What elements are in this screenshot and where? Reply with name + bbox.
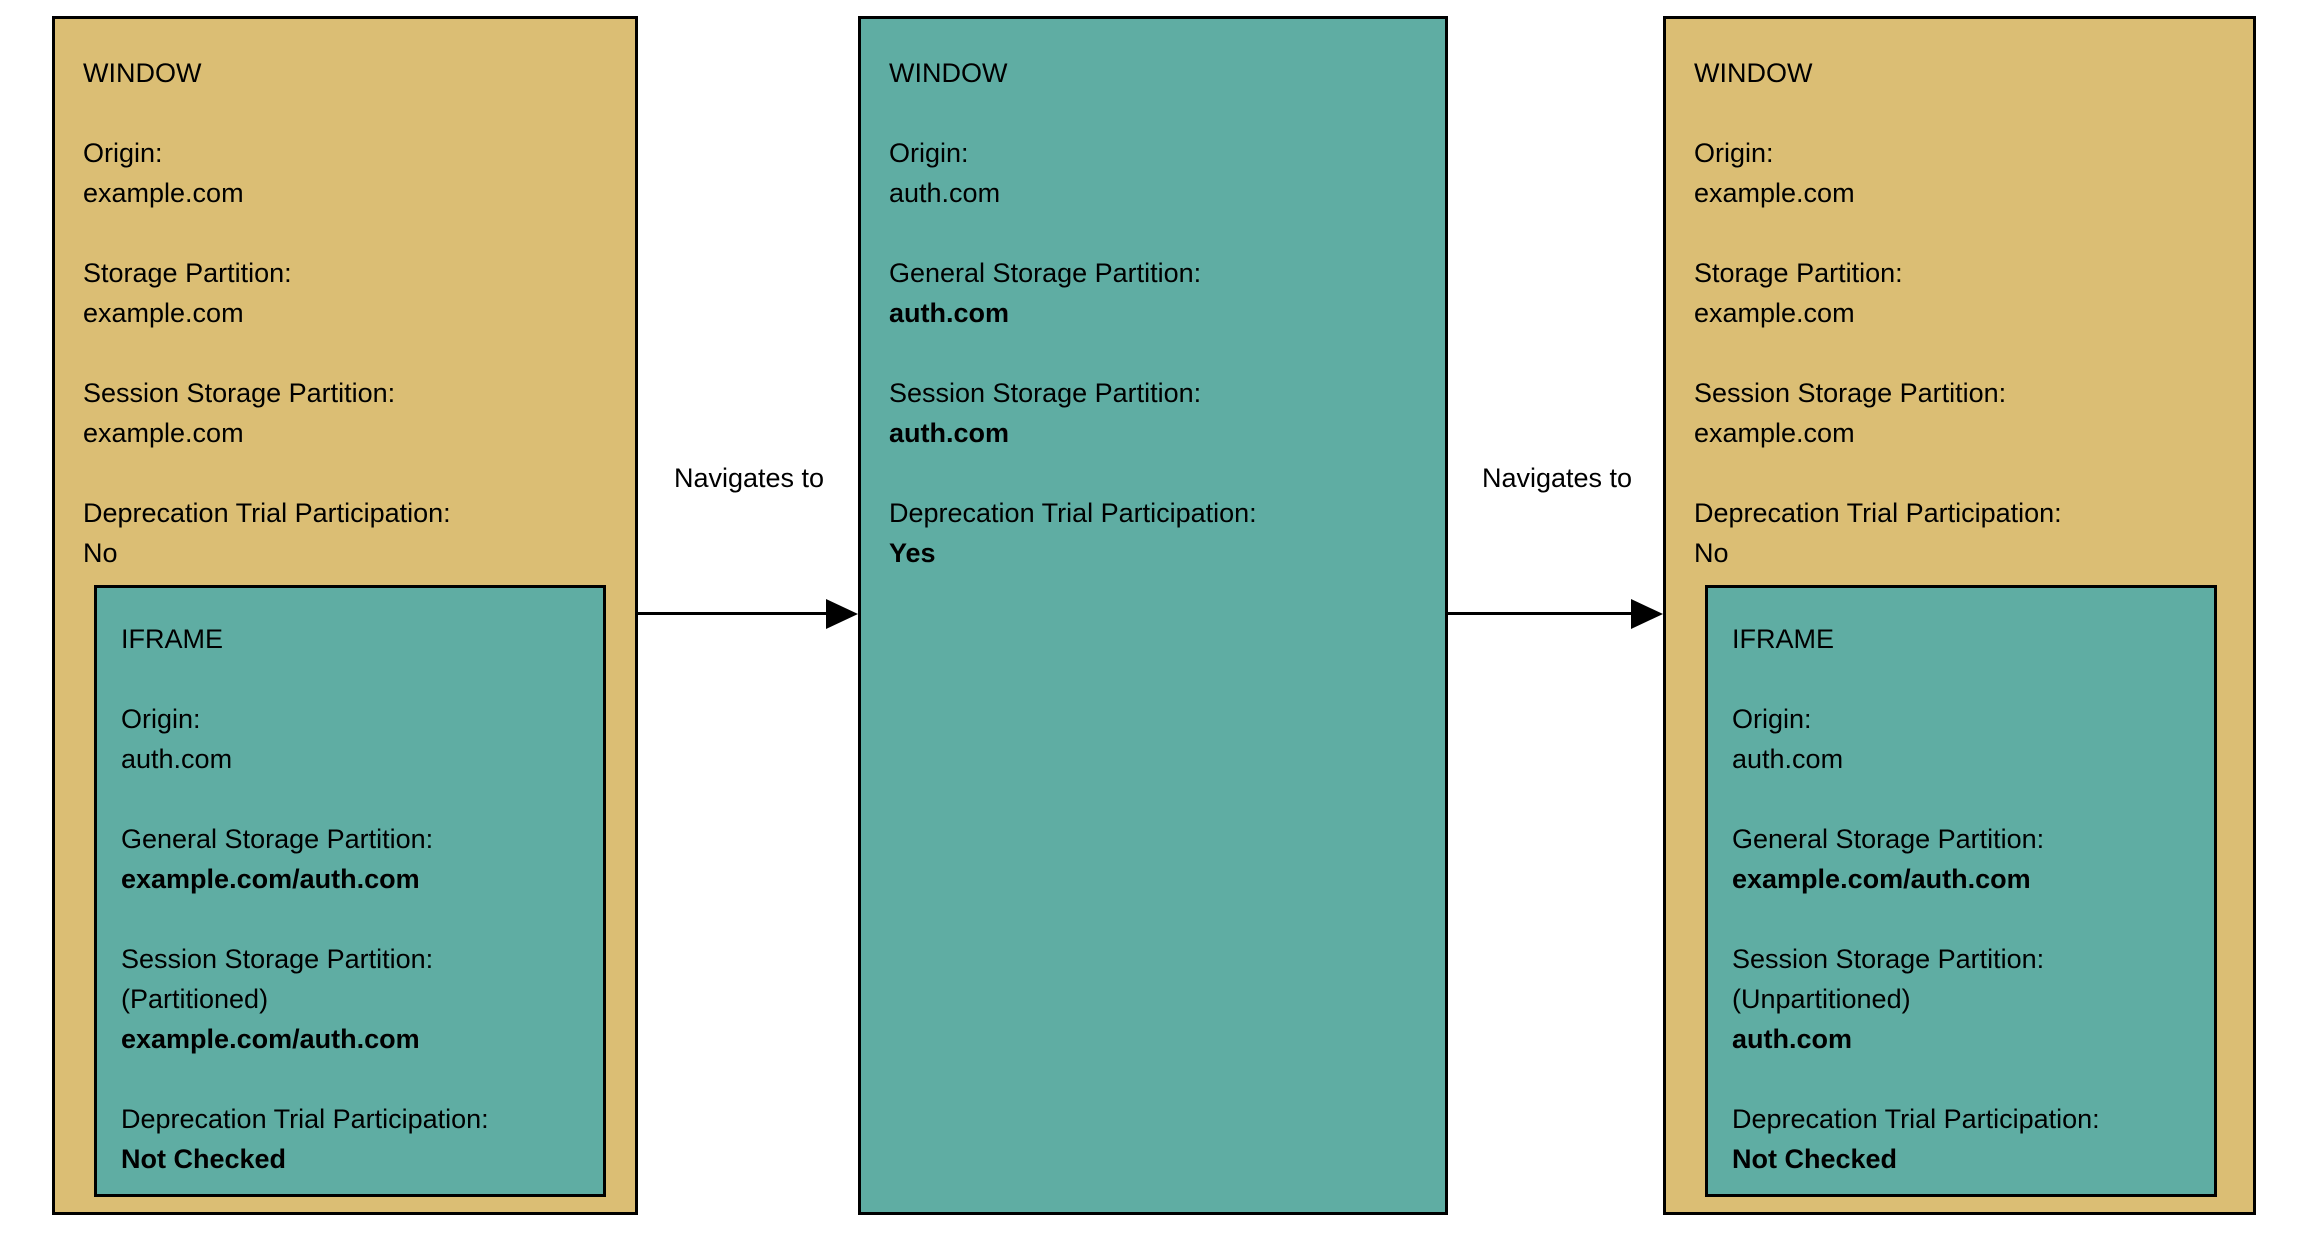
session-storage-partition-value: auth.com xyxy=(889,418,1010,448)
deprecation-trial-field: Deprecation Trial Participation: Yes xyxy=(889,493,1419,573)
deprecation-trial-label: Deprecation Trial Participation: xyxy=(83,498,451,528)
session-storage-partition-label: Session Storage Partition: xyxy=(1694,378,2007,408)
iframe-session-storage-field: Session Storage Partition: (Partitioned)… xyxy=(121,939,581,1059)
storage-partition-label: Storage Partition: xyxy=(83,258,292,288)
deprecation-trial-label: Deprecation Trial Participation: xyxy=(889,498,1257,528)
session-storage-partition-field: Session Storage Partition: auth.com xyxy=(889,373,1419,453)
origin-label: Origin: xyxy=(889,138,969,168)
navigation-arrow-label: Navigates to xyxy=(673,463,825,493)
session-storage-partition-field: Session Storage Partition: example.com xyxy=(1694,373,2227,453)
navigation-arrow-label: Navigates to xyxy=(1481,463,1633,493)
iframe-general-storage-value: example.com/auth.com xyxy=(121,864,420,894)
window-title: WINDOW xyxy=(83,58,202,88)
window-box-2: WINDOW Origin: auth.com General Storage … xyxy=(858,16,1448,1215)
iframe-deprecation-trial-value: Not Checked xyxy=(121,1144,287,1174)
deprecation-trial-value: No xyxy=(83,538,118,568)
session-storage-partition-label: Session Storage Partition: xyxy=(83,378,396,408)
iframe-session-storage-value: auth.com xyxy=(1732,1024,1853,1054)
window-box-3: WINDOW Origin: example.com Storage Parti… xyxy=(1663,16,2256,1215)
iframe-general-storage-label: General Storage Partition: xyxy=(1732,824,2045,854)
iframe-origin-field: Origin: auth.com xyxy=(1732,699,2192,779)
storage-partition-field: Storage Partition: example.com xyxy=(1694,253,2227,333)
iframe-deprecation-trial-field: Deprecation Trial Participation: Not Che… xyxy=(1732,1099,2192,1179)
iframe-general-storage-field: General Storage Partition: example.com/a… xyxy=(1732,819,2192,899)
deprecation-trial-field: Deprecation Trial Participation: No xyxy=(1694,493,2227,573)
iframe-origin-value: auth.com xyxy=(1732,744,1844,774)
navigation-arrow-head-icon xyxy=(1631,599,1663,629)
iframe-deprecation-trial-label: Deprecation Trial Participation: xyxy=(121,1104,489,1134)
iframe-session-storage-value: example.com/auth.com xyxy=(121,1024,420,1054)
iframe-general-storage-label: General Storage Partition: xyxy=(121,824,434,854)
origin-value: auth.com xyxy=(889,178,1001,208)
iframe-box-1: IFRAME Origin: auth.com General Storage … xyxy=(94,585,606,1197)
iframe-general-storage-field: General Storage Partition: example.com/a… xyxy=(121,819,581,899)
origin-value: example.com xyxy=(83,178,244,208)
origin-label: Origin: xyxy=(83,138,163,168)
general-storage-partition-field: General Storage Partition: auth.com xyxy=(889,253,1419,333)
origin-field: Origin: example.com xyxy=(1694,133,2227,213)
iframe-box-3: IFRAME Origin: auth.com General Storage … xyxy=(1705,585,2217,1197)
general-storage-partition-label: General Storage Partition: xyxy=(889,258,1202,288)
iframe-deprecation-trial-label: Deprecation Trial Participation: xyxy=(1732,1104,2100,1134)
iframe-deprecation-trial-value: Not Checked xyxy=(1732,1144,1898,1174)
navigation-arrow-line xyxy=(638,612,826,615)
iframe-session-storage-label: Session Storage Partition: xyxy=(1732,944,2045,974)
session-storage-partition-label: Session Storage Partition: xyxy=(889,378,1202,408)
origin-label: Origin: xyxy=(1694,138,1774,168)
deprecation-trial-field: Deprecation Trial Participation: No xyxy=(83,493,609,573)
iframe-session-storage-field: Session Storage Partition: (Unpartitione… xyxy=(1732,939,2192,1059)
storage-partition-value: example.com xyxy=(1694,298,1855,328)
storage-partition-value: example.com xyxy=(83,298,244,328)
iframe-origin-value: auth.com xyxy=(121,744,233,774)
origin-value: example.com xyxy=(1694,178,1855,208)
iframe-origin-label: Origin: xyxy=(1732,704,1812,734)
storage-partition-label: Storage Partition: xyxy=(1694,258,1903,288)
iframe-deprecation-trial-field: Deprecation Trial Participation: Not Che… xyxy=(121,1099,581,1179)
deprecation-trial-label: Deprecation Trial Participation: xyxy=(1694,498,2062,528)
iframe-origin-label: Origin: xyxy=(121,704,201,734)
iframe-general-storage-value: example.com/auth.com xyxy=(1732,864,2031,894)
general-storage-partition-value: auth.com xyxy=(889,298,1010,328)
session-storage-partition-field: Session Storage Partition: example.com xyxy=(83,373,609,453)
session-storage-partition-value: example.com xyxy=(83,418,244,448)
session-storage-partition-value: example.com xyxy=(1694,418,1855,448)
origin-field: Origin: example.com xyxy=(83,133,609,213)
storage-partition-field: Storage Partition: example.com xyxy=(83,253,609,333)
window-box-1: WINDOW Origin: example.com Storage Parti… xyxy=(52,16,638,1215)
iframe-session-storage-mode: (Partitioned) xyxy=(121,984,269,1014)
origin-field: Origin: auth.com xyxy=(889,133,1419,213)
deprecation-trial-value: No xyxy=(1694,538,1729,568)
navigation-arrow-line xyxy=(1448,612,1631,615)
iframe-session-storage-label: Session Storage Partition: xyxy=(121,944,434,974)
iframe-session-storage-mode: (Unpartitioned) xyxy=(1732,984,1911,1014)
iframe-title: IFRAME xyxy=(121,624,224,654)
window-title: WINDOW xyxy=(1694,58,1813,88)
deprecation-trial-value: Yes xyxy=(889,538,936,568)
window-title: WINDOW xyxy=(889,58,1008,88)
iframe-title: IFRAME xyxy=(1732,624,1835,654)
navigation-arrow-head-icon xyxy=(826,599,858,629)
iframe-origin-field: Origin: auth.com xyxy=(121,699,581,779)
